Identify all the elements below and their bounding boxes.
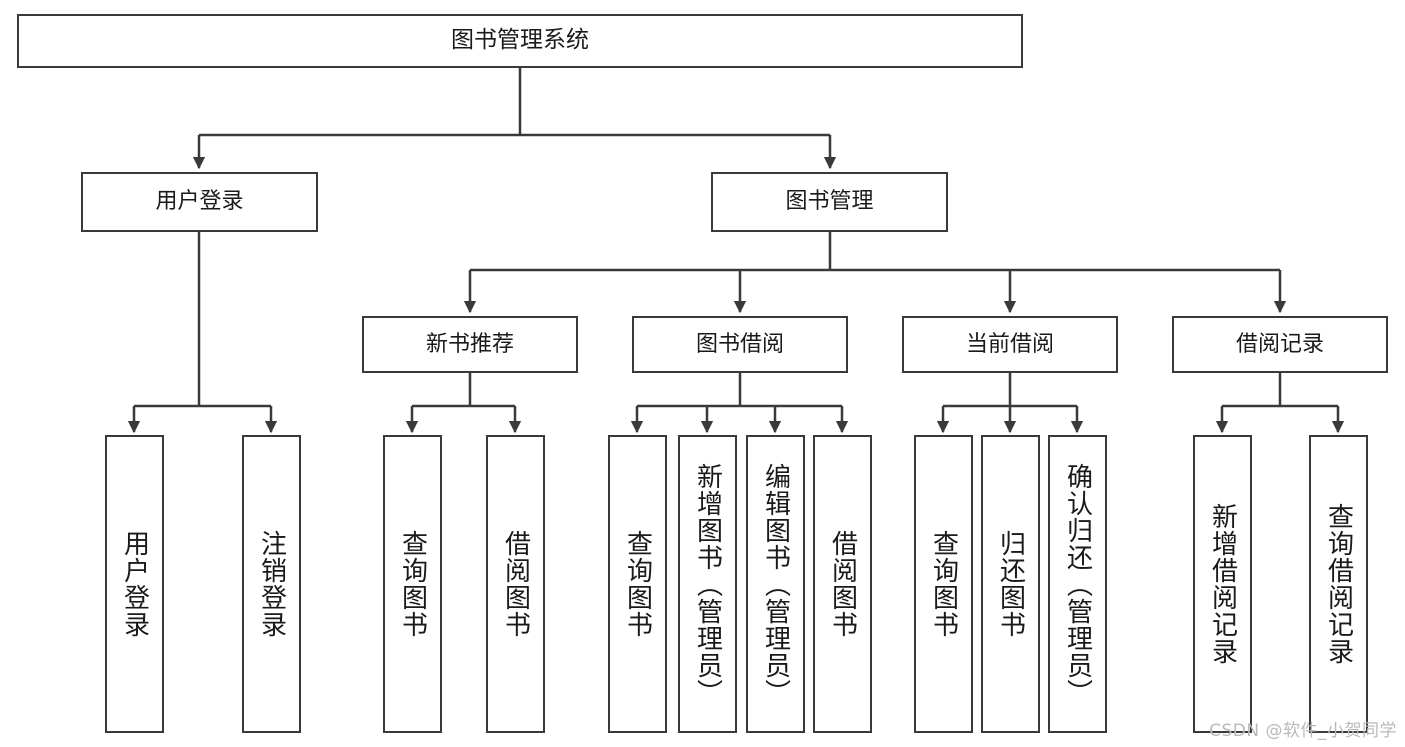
node-leaf-logout-label: 注销登录 xyxy=(256,530,287,638)
node-leaf-borrow-book[interactable]: 借阅图书 xyxy=(813,435,872,733)
node-book-borrow-label: 图书借阅 xyxy=(695,331,784,357)
node-root[interactable]: 图书管理系统 xyxy=(17,14,1023,68)
node-borrow-record[interactable]: 借阅记录 xyxy=(1172,316,1388,373)
node-book-manage-label: 图书管理 xyxy=(785,189,874,215)
node-leaf-confirm-return-admin[interactable]: 确认归还（管理员） xyxy=(1048,435,1107,733)
node-leaf-add-borrow-record[interactable]: 新增借阅记录 xyxy=(1193,435,1252,733)
node-leaf-edit-book-admin[interactable]: 编辑图书（管理员） xyxy=(746,435,805,733)
node-root-label: 图书管理系统 xyxy=(451,27,589,54)
node-leaf-add-book-admin-label: 新增图书（管理员） xyxy=(692,462,723,706)
node-leaf-borrow-book-label: 借阅图书 xyxy=(827,530,858,638)
node-current-borrow-label: 当前借阅 xyxy=(965,331,1054,357)
node-leaf-add-book-admin[interactable]: 新增图书（管理员） xyxy=(678,435,737,733)
node-current-borrow[interactable]: 当前借阅 xyxy=(902,316,1118,373)
node-leaf-borrow-book-new[interactable]: 借阅图书 xyxy=(486,435,545,733)
node-user-login-label: 用户登录 xyxy=(155,189,244,215)
node-leaf-borrow-book-new-label: 借阅图书 xyxy=(500,530,531,638)
node-user-login[interactable]: 用户登录 xyxy=(81,172,318,232)
node-new-book-recommend[interactable]: 新书推荐 xyxy=(362,316,578,373)
node-leaf-query-borrow-record[interactable]: 查询借阅记录 xyxy=(1309,435,1368,733)
node-leaf-edit-book-admin-label: 编辑图书（管理员） xyxy=(760,462,791,706)
node-leaf-add-borrow-record-label: 新增借阅记录 xyxy=(1207,503,1238,665)
node-book-manage[interactable]: 图书管理 xyxy=(711,172,948,232)
node-book-borrow[interactable]: 图书借阅 xyxy=(632,316,848,373)
node-leaf-query-book-current-label: 查询图书 xyxy=(928,530,959,638)
node-leaf-query-book-current[interactable]: 查询图书 xyxy=(914,435,973,733)
node-leaf-return-book[interactable]: 归还图书 xyxy=(981,435,1040,733)
node-new-book-recommend-label: 新书推荐 xyxy=(425,331,514,357)
node-leaf-user-login[interactable]: 用户登录 xyxy=(105,435,164,733)
node-leaf-query-borrow-record-label: 查询借阅记录 xyxy=(1323,503,1354,665)
node-leaf-return-book-label: 归还图书 xyxy=(995,530,1026,638)
node-leaf-confirm-return-admin-label: 确认归还（管理员） xyxy=(1062,462,1093,706)
node-leaf-query-book-new-label: 查询图书 xyxy=(397,530,428,638)
node-leaf-query-book[interactable]: 查询图书 xyxy=(608,435,667,733)
node-leaf-query-book-new[interactable]: 查询图书 xyxy=(383,435,442,733)
node-leaf-user-login-label: 用户登录 xyxy=(119,530,150,638)
node-leaf-query-book-label: 查询图书 xyxy=(622,530,653,638)
node-borrow-record-label: 借阅记录 xyxy=(1235,331,1324,357)
node-leaf-logout[interactable]: 注销登录 xyxy=(242,435,301,733)
